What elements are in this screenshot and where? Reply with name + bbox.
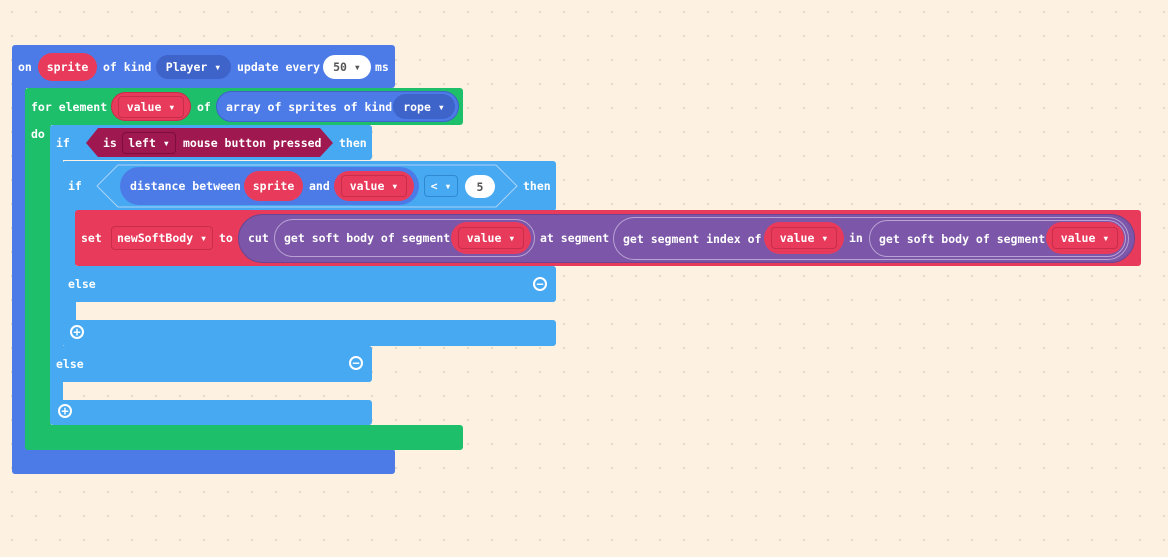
add-branch-icon[interactable]: + [70,325,84,339]
get-soft-body-label: get soft body of segment [879,231,1046,246]
value-label: value [779,231,815,245]
update-every-label: update every [237,60,321,74]
if2-bottom [62,320,556,346]
then-label: then [523,179,551,193]
sprite-param[interactable]: sprite [38,53,97,81]
of-label: of [197,100,211,114]
if-label: if [56,136,70,150]
mouse-pressed-condition[interactable] [86,128,334,158]
value-var[interactable]: value ▾ [764,222,844,254]
value-label: value [126,99,162,114]
then-label: then [339,136,367,150]
left-label: left [128,136,156,150]
interval-value: 50 [333,60,347,74]
at-segment-label: at segment [540,231,610,245]
remove-else-icon[interactable]: − [533,277,547,291]
if-label: if [68,179,82,193]
kind-dropdown[interactable]: Player ▾ [156,55,231,79]
number-value: 5 [476,179,484,194]
chevron-down-icon: ▾ [168,99,176,114]
chevron-down-icon: ▾ [200,231,208,245]
remove-else-icon[interactable]: − [349,356,363,370]
cut-label: cut [248,231,269,245]
get-segment-index-block[interactable]: get segment index of [613,217,1129,260]
on-label: on [18,60,32,74]
event-bottom [12,449,395,474]
operator-label: < [430,179,438,193]
else-label: else [68,277,96,291]
chevron-down-icon: ▾ [391,179,399,193]
do-label: do [31,127,45,141]
for-bottom [25,425,463,450]
for-element-label: for element [31,100,108,114]
value-var[interactable]: value ▾ [1046,222,1124,254]
value-label: value [349,179,385,193]
in-label: in [849,231,863,245]
chevron-down-icon: ▾ [162,136,170,150]
chevron-down-icon: ▾ [821,231,829,245]
value-label: value [466,231,502,245]
to-label: to [219,231,233,245]
get-soft-body-block[interactable]: get soft body of segment [869,220,1126,257]
variable-label: newSoftBody [116,231,194,245]
event-rail [12,80,26,460]
get-segment-index-label: get segment index of [623,231,762,246]
chevron-down-icon: ▾ [437,99,445,114]
value-label: value [1060,231,1096,245]
interval-dropdown[interactable]: 50 ▾ [323,55,371,79]
is-label: is [103,136,117,150]
of-kind-label: of kind [103,60,152,74]
chevron-down-icon: ▾ [1102,231,1110,245]
sprite-param-label: sprite [46,60,89,74]
number-input[interactable]: 5 [465,175,495,198]
else-label: else [56,357,84,371]
and-label: and [309,179,330,193]
set-label: set [81,231,102,245]
rope-label: rope [403,99,431,114]
value-var[interactable]: value ▾ [334,171,414,201]
get-soft-body-block[interactable]: get soft body of segment [274,219,535,257]
get-soft-body-label: get soft body of segment [284,231,451,245]
distance-label: distance between [130,179,241,193]
kind-value: Player [165,60,208,74]
add-branch-icon[interactable]: + [58,404,72,418]
if1-bottom [50,400,372,425]
chevron-down-icon: ▾ [444,179,452,193]
mouse-button-dropdown[interactable]: left ▾ [122,132,176,154]
operator-dropdown[interactable]: < ▾ [424,175,458,197]
chevron-down-icon: ▾ [214,60,222,74]
cut-block[interactable] [238,214,1135,263]
variable-dropdown[interactable]: newSoftBody ▾ [111,226,213,250]
value-var-param[interactable]: value ▾ [111,92,191,121]
sprite-var[interactable]: sprite [244,171,303,201]
rope-kind-dropdown[interactable]: rope ▾ [393,94,455,119]
for-rail [25,120,51,440]
chevron-down-icon: ▾ [508,231,516,245]
mouse-pressed-label: mouse button pressed [183,136,322,150]
if2-else-row [62,266,556,302]
value-var[interactable]: value ▾ [451,222,531,254]
if1-else-row [50,346,372,382]
array-label: array of sprites of kind [226,99,393,114]
sprite-label: sprite [252,179,295,193]
ms-label: ms [375,60,389,74]
chevron-down-icon: ▾ [353,60,361,74]
